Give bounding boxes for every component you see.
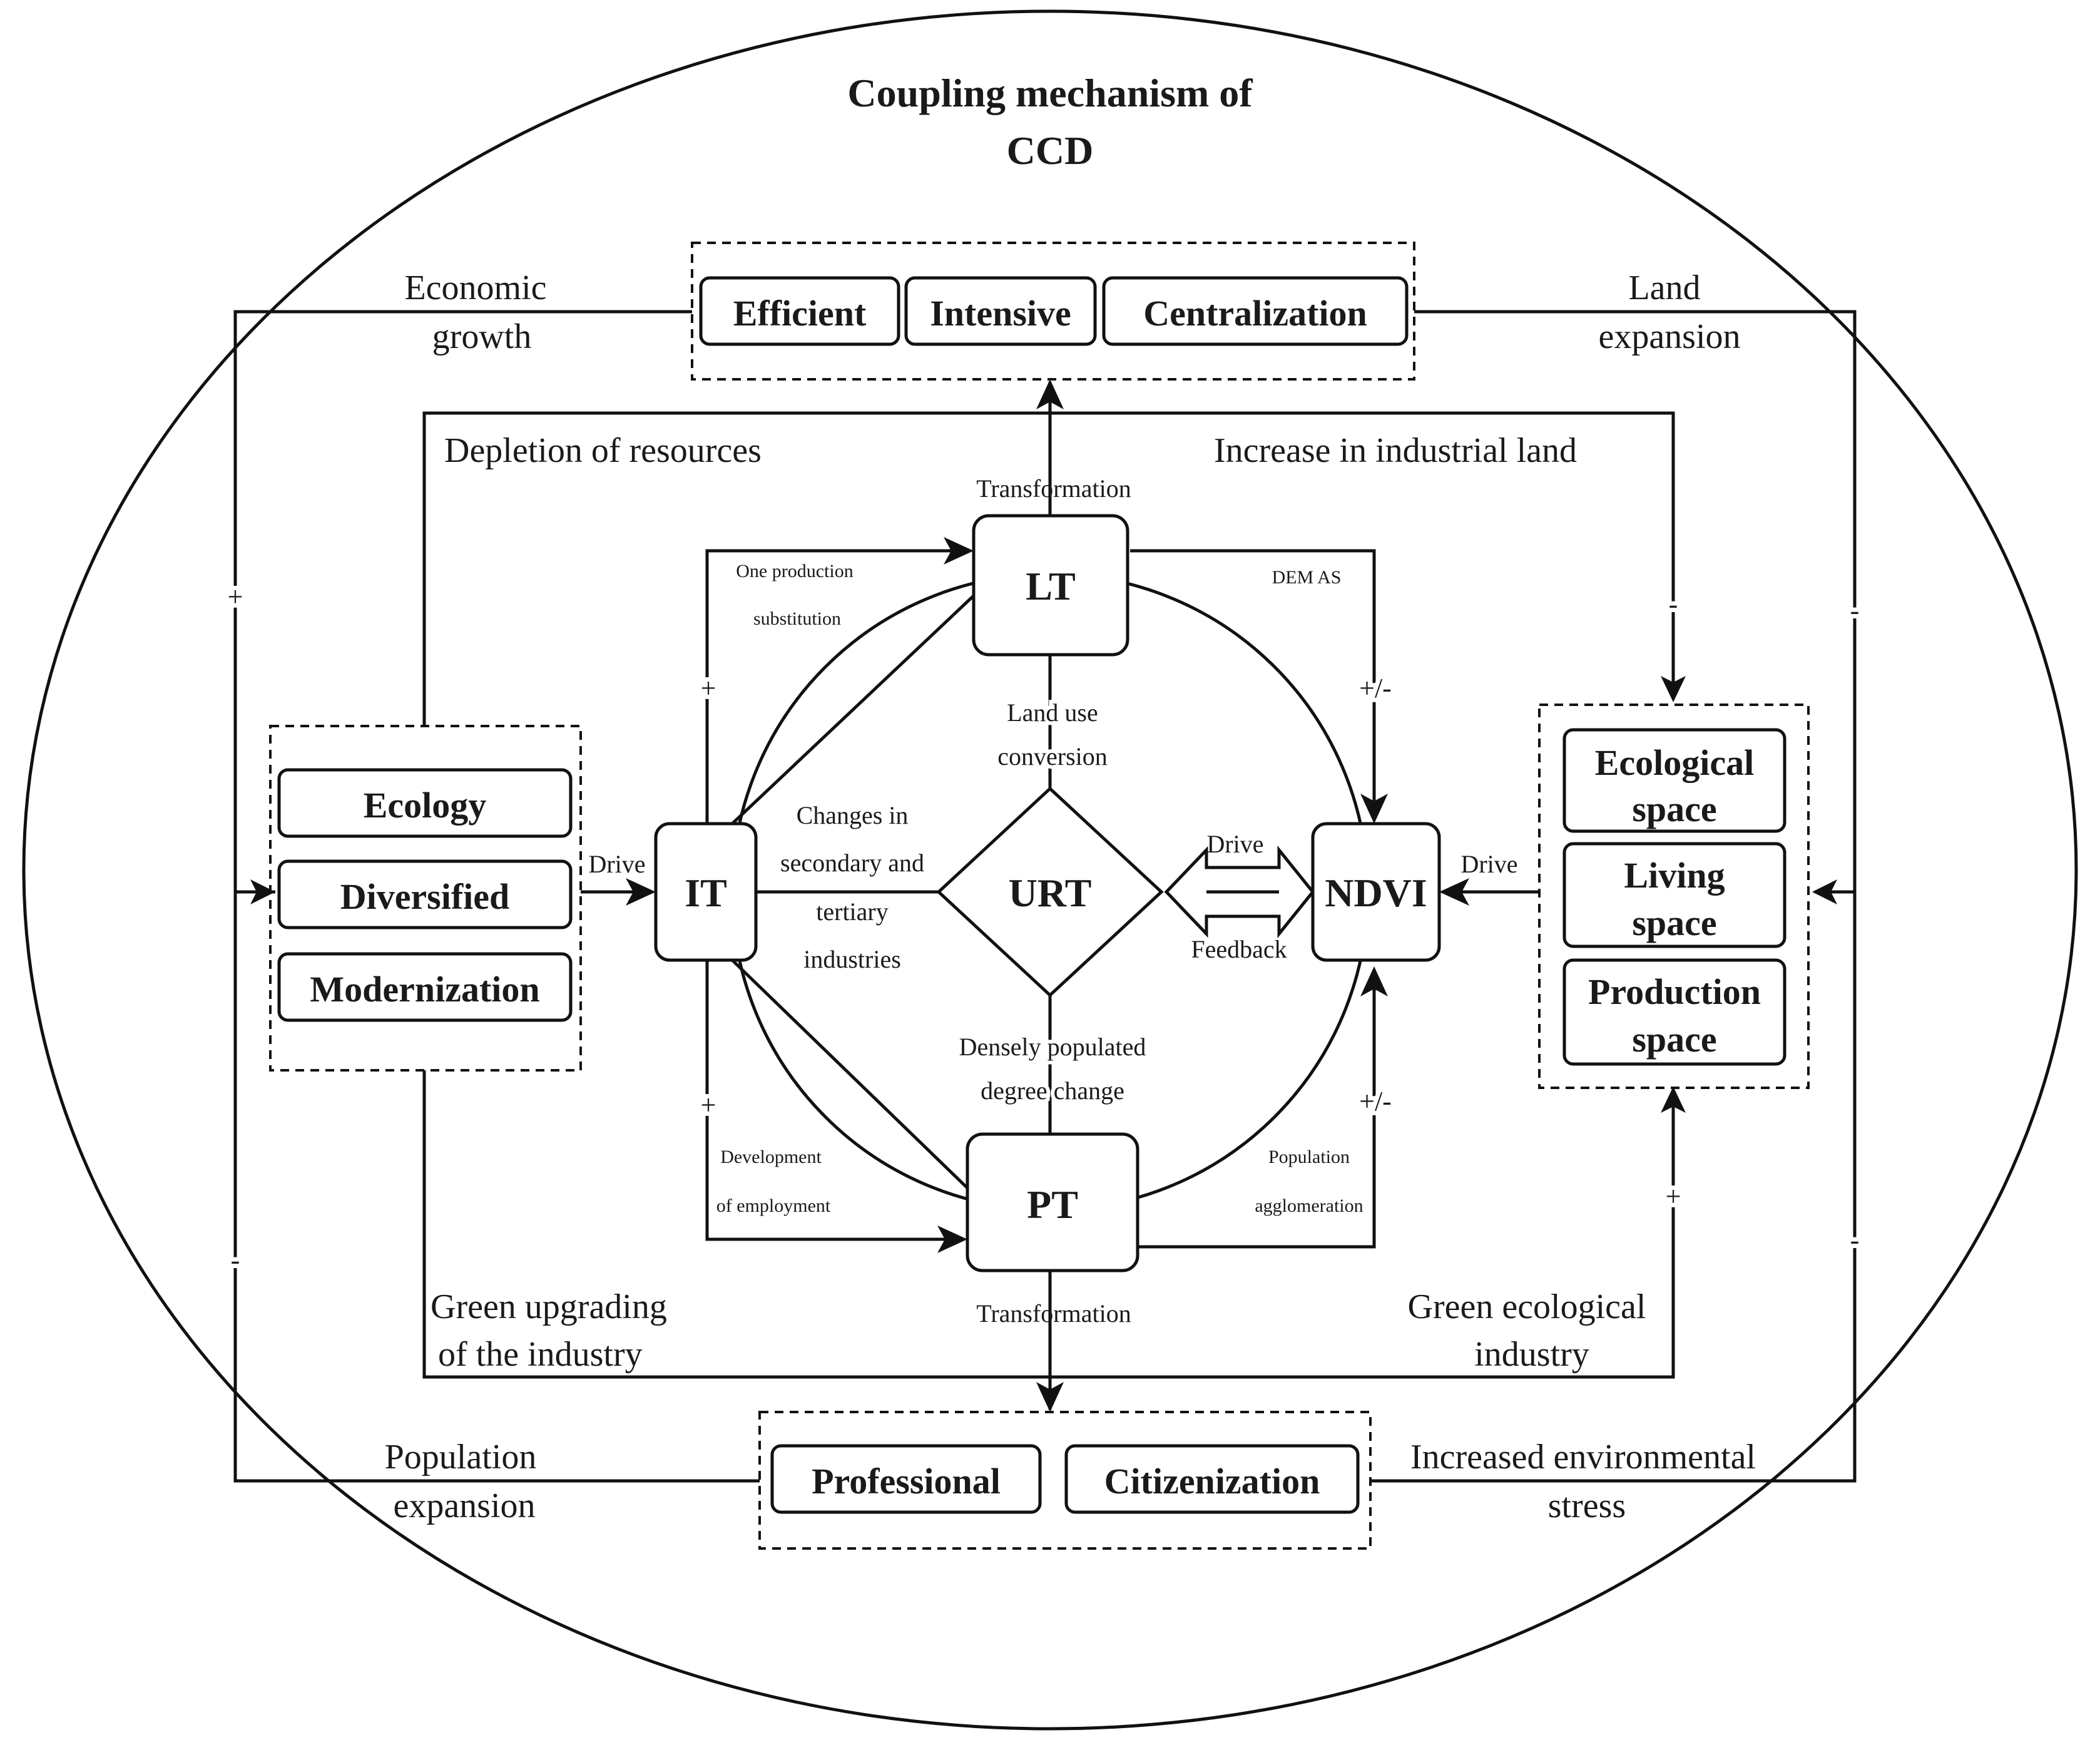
sign-left-top: + [228, 581, 243, 612]
svg-text:Ecology: Ecology [364, 785, 487, 826]
one-production-label-2: substitution [753, 608, 841, 629]
development-label-1: Development [720, 1147, 822, 1167]
changes-label-3: tertiary [816, 898, 889, 926]
densely-label-1: Densely populated [959, 1033, 1146, 1061]
svg-text:Production: Production [1588, 971, 1761, 1012]
svg-text:Efficient: Efficient [733, 293, 867, 334]
transformation-bottom-label: Transformation [976, 1299, 1131, 1328]
arrow-to-top-group [1036, 379, 1064, 409]
green-upgrading-label-1: Green upgrading [431, 1287, 667, 1326]
drive-right-label: Drive [1460, 850, 1517, 878]
green-ecological-label-2: industry [1474, 1335, 1589, 1374]
transformation-top-label: Transformation [976, 474, 1131, 503]
diagram-title-line2: CCD [1007, 128, 1094, 173]
densely-label-2: degree change [981, 1077, 1124, 1105]
land-expansion-label-2: expansion [1598, 317, 1740, 356]
svg-text:LT: LT [1026, 564, 1076, 608]
citizenization-box: Citizenization [1064, 1444, 1360, 1514]
sign-right-top: - [1850, 595, 1860, 626]
svg-text:Living: Living [1624, 855, 1725, 896]
environmental-stress-label-1: Increased environmental [1410, 1438, 1756, 1476]
population-agg-label-2: agglomeration [1255, 1195, 1363, 1216]
lt-node: LT [972, 514, 1129, 657]
svg-text:Intensive: Intensive [930, 293, 1071, 334]
svg-text:NDVI: NDVI [1325, 871, 1427, 915]
changes-label-2: secondary and [780, 849, 924, 877]
bottom-group-frame [758, 1411, 1372, 1550]
sign-ndvi-top: +/- [1359, 673, 1392, 704]
economic-growth-label-2: growth [432, 317, 532, 356]
feedback-label: Feedback [1191, 935, 1287, 963]
sign-ndvi-bottom: +/- [1359, 1086, 1392, 1117]
svg-text:Diversified: Diversified [340, 876, 510, 917]
green-ecological-label-1: Green ecological [1408, 1287, 1646, 1326]
svg-text:URT: URT [1009, 871, 1092, 915]
arrow-drive-left [626, 878, 656, 906]
svg-text:Centralization: Centralization [1143, 293, 1367, 334]
right-group-frame [1538, 704, 1810, 1089]
outer-loop [233, 310, 1857, 1483]
drive-feedback-double-arrow [1164, 845, 1315, 939]
ndvi-node: NDVI [1311, 822, 1441, 962]
svg-text:space: space [1632, 903, 1716, 943]
one-production-label-1: One production [736, 561, 853, 581]
living-space-box: Living space [1562, 842, 1787, 948]
population-agg-label-1: Population [1268, 1147, 1350, 1167]
production-space-box: Production space [1562, 958, 1787, 1066]
land-use-label-1: Land use [1007, 699, 1098, 727]
top-group-frame [691, 242, 1415, 381]
intensive-box: Intensive [904, 276, 1097, 346]
land-use-label-2: conversion [997, 742, 1108, 770]
svg-text:Professional: Professional [812, 1461, 1001, 1502]
arrow-to-bottom-group [1036, 1382, 1064, 1412]
changes-label-1: Changes in [797, 801, 909, 829]
depletion-label: Depletion of resources [444, 431, 762, 470]
professional-box: Professional [770, 1444, 1042, 1514]
arrow-drive-right [1439, 878, 1469, 906]
industrial-land-label: Increase in industrial land [1214, 431, 1577, 470]
ecological-space-box: Ecological space [1562, 728, 1787, 833]
sign-right-bottom: - [1850, 1225, 1860, 1256]
sign-it-bottom: + [701, 1090, 716, 1120]
changes-label-4: industries [803, 945, 901, 973]
diagram-title-line1: Coupling mechanism of [847, 71, 1253, 115]
economic-growth-label-1: Economic [404, 269, 546, 307]
svg-text:PT: PT [1027, 1182, 1078, 1227]
sign-it-top: + [701, 673, 716, 704]
pt-node: PT [966, 1132, 1139, 1272]
drive-left-label: Drive [588, 850, 645, 878]
drive-center-label: Drive [1206, 830, 1263, 858]
efficient-box: Efficient [699, 276, 900, 346]
land-expansion-label-1: Land [1628, 269, 1700, 307]
ecology-box: Ecology [277, 768, 573, 838]
sign-left-bottom: - [231, 1245, 240, 1276]
development-label-2: of employment [716, 1195, 831, 1216]
svg-text:IT: IT [685, 871, 727, 915]
dem-as-label: DEM AS [1272, 567, 1342, 588]
outer-ellipse [22, 9, 2078, 1731]
sign-inner-right-bottom: + [1666, 1181, 1681, 1212]
population-expansion-label-2: expansion [393, 1487, 535, 1525]
centralization-box: Centralization [1102, 276, 1409, 346]
modernization-box: Modernization [277, 952, 573, 1022]
environmental-stress-label-2: stress [1548, 1487, 1626, 1525]
svg-text:Ecological: Ecological [1595, 742, 1755, 783]
urt-node: URT [936, 786, 1164, 998]
green-upgrading-label-2: of the industry [438, 1335, 643, 1374]
left-group-frame [269, 725, 582, 1072]
svg-text:space: space [1632, 1019, 1716, 1060]
population-expansion-label-1: Population [385, 1438, 537, 1476]
diversified-box: Diversified [277, 859, 573, 929]
svg-text:Modernization: Modernization [310, 969, 539, 1010]
sign-inner-right-top: - [1669, 589, 1678, 620]
it-node: IT [654, 822, 758, 962]
svg-text:space: space [1632, 789, 1716, 829]
svg-text:Citizenization: Citizenization [1104, 1461, 1320, 1502]
